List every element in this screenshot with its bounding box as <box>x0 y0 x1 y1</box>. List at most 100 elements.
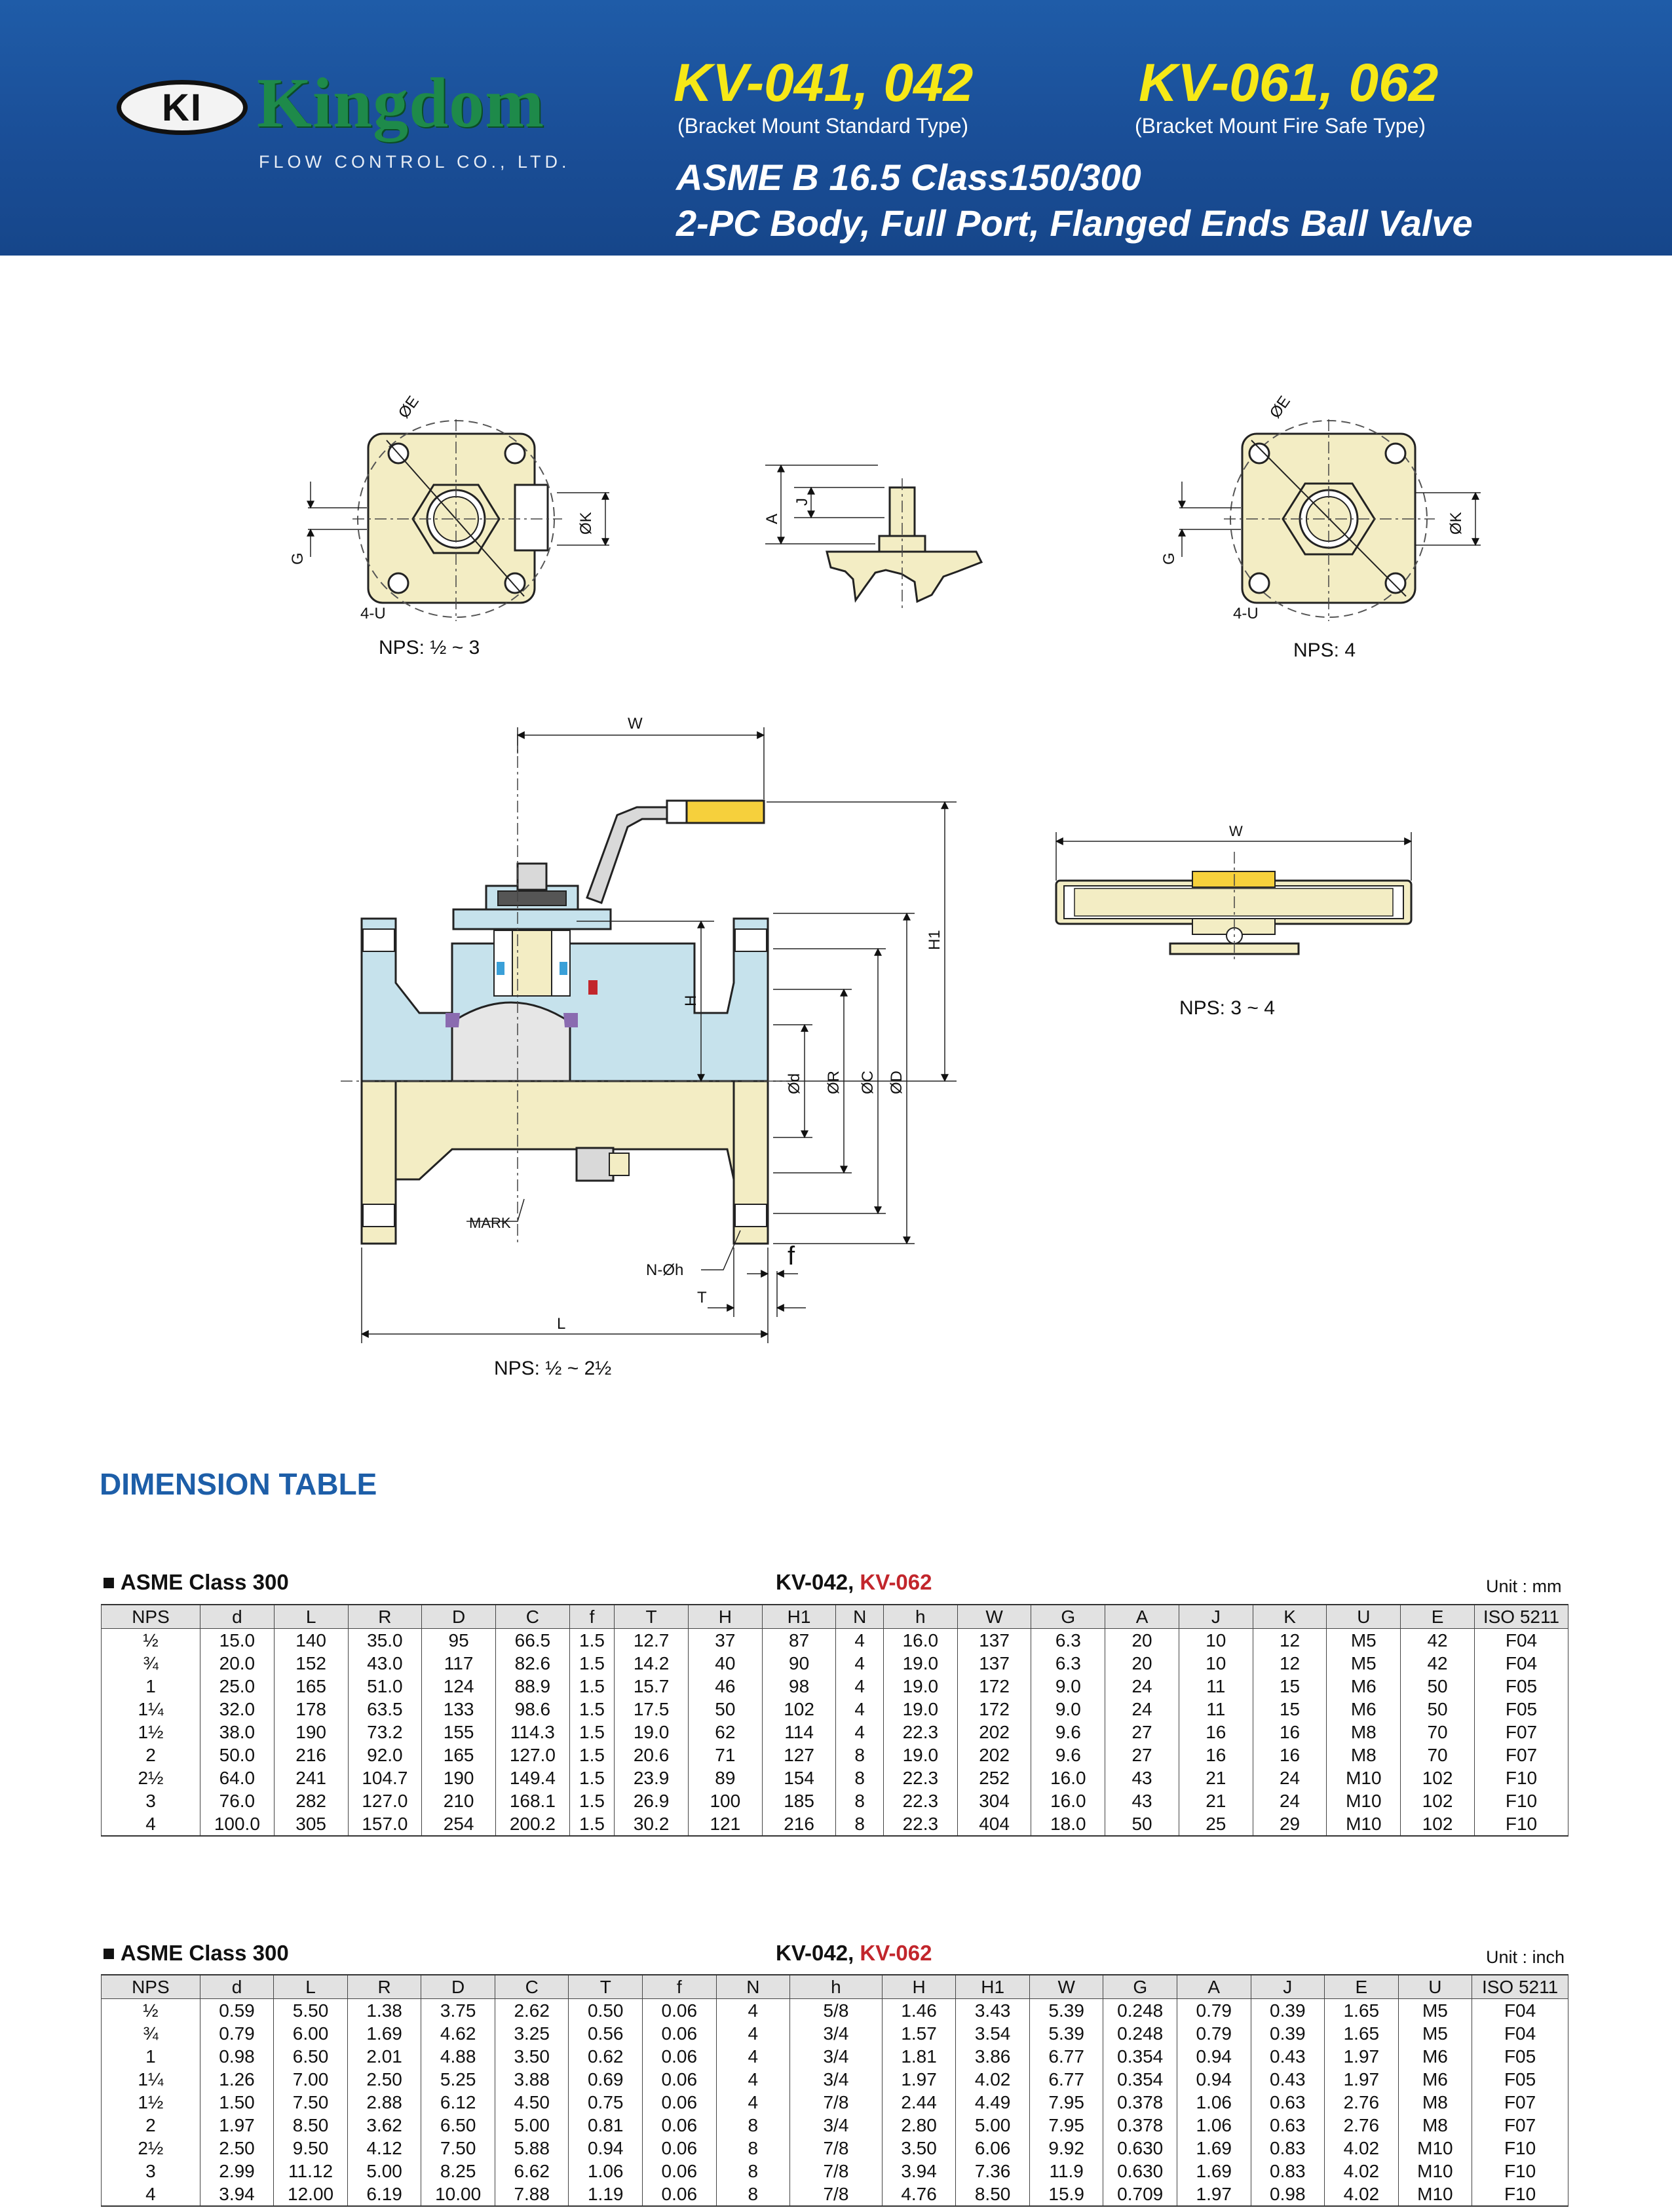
table-cell: 6.12 <box>421 2091 495 2114</box>
table-cell: 9.92 <box>1029 2137 1104 2160</box>
column-header: ISO 5211 <box>1472 1974 1568 1999</box>
table-cell: 0.248 <box>1103 1998 1177 2022</box>
table-cell: 62 <box>687 1721 763 1744</box>
table-cell: 7/8 <box>789 2160 883 2183</box>
column-header: H1 <box>955 1974 1030 1999</box>
table-cell: 22.3 <box>883 1766 958 1789</box>
table-cell: 0.248 <box>1103 2022 1177 2045</box>
inch-model-label: KV-042, KV-062 <box>776 1941 932 1966</box>
column-header: NPS <box>101 1974 200 1999</box>
label-j: J <box>793 498 811 506</box>
table-cell: 0.06 <box>642 2045 717 2068</box>
table-cell: M6 <box>1326 1698 1401 1721</box>
table-cell: 18.0 <box>1031 1812 1106 1837</box>
table-cell: 98 <box>761 1675 837 1698</box>
table-cell: 15 <box>1252 1675 1327 1698</box>
inch-class-label: ■ ASME Class 300 <box>102 1941 289 1965</box>
logo-name: Kingdom <box>257 64 545 142</box>
table-cell: 0.62 <box>568 2045 643 2068</box>
table-cell: 2 <box>101 2114 200 2137</box>
column-header: d <box>200 1604 275 1629</box>
side-view <box>1055 832 1413 963</box>
table-cell: 24 <box>1105 1698 1179 1721</box>
table-cell: 0.69 <box>568 2068 643 2091</box>
inch-model-main: KV-042, <box>776 1941 860 1965</box>
table-cell: 0.98 <box>1250 2183 1325 2207</box>
table-cell: 202 <box>957 1721 1032 1744</box>
table-cell: F07 <box>1472 2091 1568 2114</box>
column-header: T <box>614 1604 689 1629</box>
table-cell: M10 <box>1397 2183 1473 2207</box>
table-cell: 0.630 <box>1103 2137 1177 2160</box>
table-cell: 133 <box>421 1698 496 1721</box>
column-header: N <box>715 1974 791 1999</box>
table-cell: 185 <box>761 1789 837 1812</box>
table-cell: 1.69 <box>1176 2137 1251 2160</box>
table-cell: 1.5 <box>569 1789 615 1812</box>
table-cell: 0.378 <box>1103 2091 1177 2114</box>
table-cell: 17.5 <box>614 1698 689 1721</box>
label-h: H <box>682 995 700 1006</box>
table-cell: 8 <box>835 1789 884 1812</box>
table-cell: 0.06 <box>642 2022 717 2045</box>
table-cell: 22.3 <box>883 1721 958 1744</box>
table-cell: 0.79 <box>199 2022 275 2045</box>
table-cell: 3.86 <box>955 2045 1030 2068</box>
table-cell: F07 <box>1472 2114 1568 2137</box>
table-cell: 1.5 <box>569 1766 615 1789</box>
table-cell: 5.00 <box>955 2114 1030 2137</box>
table-cell: 4 <box>715 1998 791 2022</box>
table-cell: 16.0 <box>1031 1789 1106 1812</box>
label-d-large: ØD <box>888 1071 905 1094</box>
table-cell: 20 <box>1105 1652 1179 1675</box>
table-cell: 8 <box>715 2183 791 2207</box>
table-cell: 9.0 <box>1031 1675 1106 1698</box>
table-cell: 19.0 <box>883 1744 958 1766</box>
table-cell: 127.0 <box>347 1789 423 1812</box>
table-cell: 4 <box>835 1698 884 1721</box>
mm-model-red: KV-062 <box>860 1570 932 1594</box>
table-cell: 16 <box>1178 1721 1253 1744</box>
table-cell: 3/4 <box>789 2068 883 2091</box>
table-cell: 0.81 <box>568 2114 643 2137</box>
label-k-large: ØK <box>1447 512 1465 535</box>
table-cell: F04 <box>1472 2022 1568 2045</box>
table-cell: F10 <box>1472 2137 1568 2160</box>
label-nh: N-Øh <box>646 1261 683 1279</box>
title-line-2: 2-PC Body, Full Port, Flanged Ends Ball … <box>676 202 1473 244</box>
table-cell: 4.02 <box>1324 2137 1399 2160</box>
table-cell: M6 <box>1397 2068 1473 2091</box>
table-cell: 70 <box>1400 1721 1475 1744</box>
table-cell: 11 <box>1178 1675 1253 1698</box>
table-cell: 2.50 <box>347 2068 422 2091</box>
table-cell: 6.50 <box>421 2114 495 2137</box>
table-cell: 50 <box>1105 1812 1179 1837</box>
table-cell: 30.2 <box>614 1812 689 1837</box>
table-cell: 19.0 <box>614 1721 689 1744</box>
table-cell: 7.36 <box>955 2160 1030 2183</box>
inch-unit: Unit : inch <box>1486 1947 1565 1967</box>
table-cell: 1.26 <box>199 2068 275 2091</box>
table-cell: 0.06 <box>642 1998 717 2022</box>
table-cell: 7.00 <box>273 2068 348 2091</box>
table-cell: 5.25 <box>421 2068 495 2091</box>
table-cell: 42 <box>1400 1628 1475 1652</box>
table-cell: 0.06 <box>642 2068 717 2091</box>
table-cell: 2.44 <box>881 2091 957 2114</box>
table-cell: 29 <box>1252 1812 1327 1837</box>
table-cell: 2.62 <box>494 1998 569 2022</box>
table-cell: 0.79 <box>1176 2022 1251 2045</box>
column-header: L <box>273 1604 349 1629</box>
table-cell: 3.62 <box>347 2114 422 2137</box>
label-f: f <box>788 1242 795 1270</box>
table-cell: 4.12 <box>347 2137 422 2160</box>
table-cell: 10 <box>1178 1628 1253 1652</box>
table-cell: 5.00 <box>494 2114 569 2137</box>
table-cell: 0.63 <box>1250 2091 1325 2114</box>
table-cell: 172 <box>957 1675 1032 1698</box>
table-cell: 0.378 <box>1103 2114 1177 2137</box>
table-cell: 4.88 <box>421 2045 495 2068</box>
